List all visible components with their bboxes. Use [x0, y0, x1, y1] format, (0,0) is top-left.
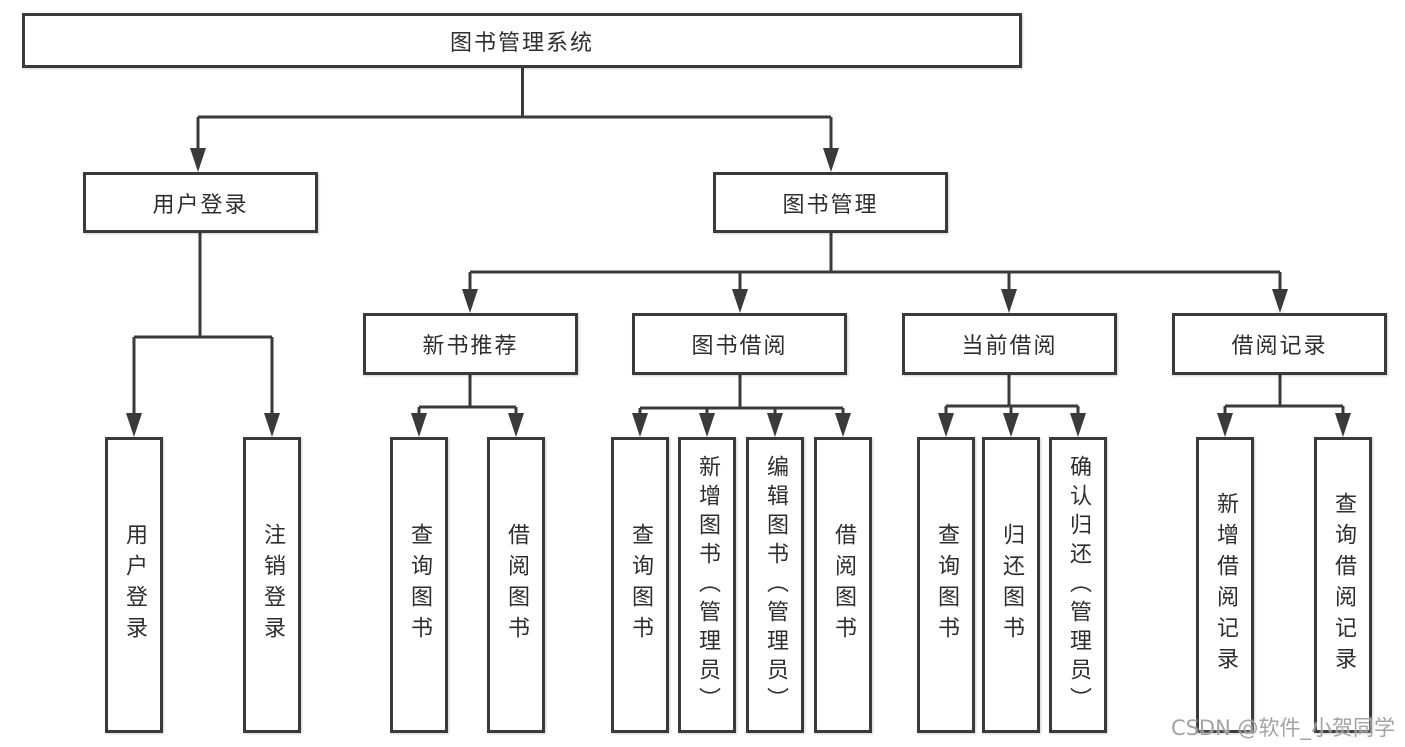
leaf-user-login-label: 用户登录 — [122, 523, 147, 647]
leaf-current-confirm-return-admin: 确认归还（管理员） — [1049, 437, 1107, 733]
node-user-login: 用户登录 — [83, 172, 318, 233]
leaf-borrowing-add-book-admin: 新增图书（管理员） — [678, 437, 736, 733]
node-root-label: 图书管理系统 — [449, 30, 594, 56]
leaf-current-return-books-label: 归还图书 — [999, 523, 1024, 647]
node-current-borrowing: 当前借阅 — [902, 313, 1117, 375]
leaf-borrowing-query-books-label: 查询图书 — [628, 523, 653, 647]
leaf-recommend-borrow-books: 借阅图书 — [487, 437, 545, 733]
connector-new-book-recommend-to-leaves — [411, 375, 524, 437]
leaf-recommend-query-books: 查询图书 — [390, 437, 448, 733]
node-new-book-recommend: 新书推荐 — [363, 313, 578, 375]
node-user-login-label: 用户登录 — [152, 192, 249, 218]
leaf-borrowing-edit-book-admin: 编辑图书（管理员） — [746, 437, 804, 733]
leaf-current-return-books: 归还图书 — [982, 437, 1040, 733]
leaf-add-borrow-record: 新增借阅记录 — [1196, 437, 1254, 733]
leaf-query-borrow-record-label: 查询借阅记录 — [1331, 492, 1356, 678]
connector-user-login-to-leaves — [126, 233, 280, 437]
leaf-query-borrow-record: 查询借阅记录 — [1314, 437, 1372, 733]
leaf-recommend-borrow-books-label: 借阅图书 — [504, 523, 529, 647]
leaf-borrowing-borrow-books: 借阅图书 — [814, 437, 872, 733]
leaf-recommend-query-books-label: 查询图书 — [407, 523, 432, 647]
node-root: 图书管理系统 — [22, 13, 1022, 68]
leaf-logout: 注销登录 — [243, 437, 301, 733]
connector-current-borrowing-to-leaves — [938, 375, 1086, 437]
node-book-management: 图书管理 — [713, 172, 948, 233]
connector-book-management-to-level3 — [462, 233, 1288, 313]
node-current-borrowing-label: 当前借阅 — [961, 334, 1058, 359]
node-borrow-records-label: 借阅记录 — [1231, 334, 1328, 359]
node-new-book-recommend-label: 新书推荐 — [422, 334, 519, 359]
leaf-logout-label: 注销登录 — [260, 523, 285, 647]
connector-borrow-records-to-leaves — [1217, 375, 1351, 437]
node-book-borrowing: 图书借阅 — [632, 313, 847, 375]
leaf-current-confirm-return-admin-label: 确认归还（管理员） — [1066, 454, 1091, 716]
leaf-borrowing-add-book-admin-label: 新增图书（管理员） — [695, 454, 720, 716]
leaf-borrowing-query-books: 查询图书 — [611, 437, 669, 733]
leaf-add-borrow-record-label: 新增借阅记录 — [1213, 492, 1238, 678]
csdn-watermark: CSDN @软件_小贺同学 — [1170, 716, 1395, 740]
node-book-management-label: 图书管理 — [782, 192, 879, 218]
leaf-borrowing-edit-book-admin-label: 编辑图书（管理员） — [763, 454, 788, 716]
leaf-borrowing-borrow-books-label: 借阅图书 — [831, 523, 856, 647]
connector-book-borrowing-to-leaves — [632, 375, 851, 437]
leaf-current-query-books-label: 查询图书 — [934, 523, 959, 647]
leaf-current-query-books: 查询图书 — [917, 437, 975, 733]
leaf-user-login: 用户登录 — [105, 437, 163, 733]
node-borrow-records: 借阅记录 — [1172, 313, 1387, 375]
node-book-borrowing-label: 图书借阅 — [691, 334, 788, 359]
connector-root-to-level2 — [190, 68, 839, 172]
